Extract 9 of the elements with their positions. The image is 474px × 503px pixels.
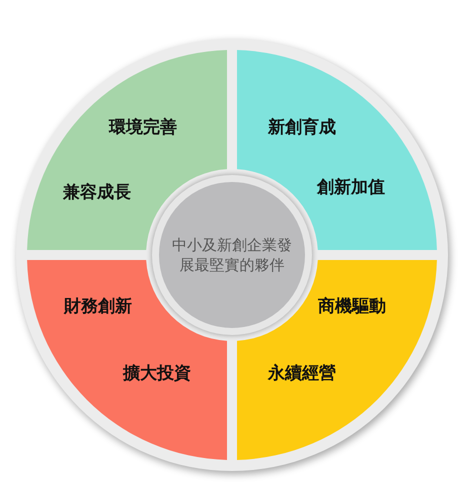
segment-label: 環境完善 xyxy=(109,116,177,140)
segment-label: 創新加值 xyxy=(317,176,385,200)
segment-label: 永續經營 xyxy=(268,362,336,386)
segment-label: 商機驅動 xyxy=(318,295,386,318)
segment-label: 擴大投資 xyxy=(123,362,191,386)
segment-label: 財務創新 xyxy=(64,295,132,318)
center-text: 中小及新創企業發展最堅實的夥伴 xyxy=(171,235,293,275)
segment-label: 新創育成 xyxy=(268,116,336,140)
segment-label: 兼容成長 xyxy=(63,181,131,204)
